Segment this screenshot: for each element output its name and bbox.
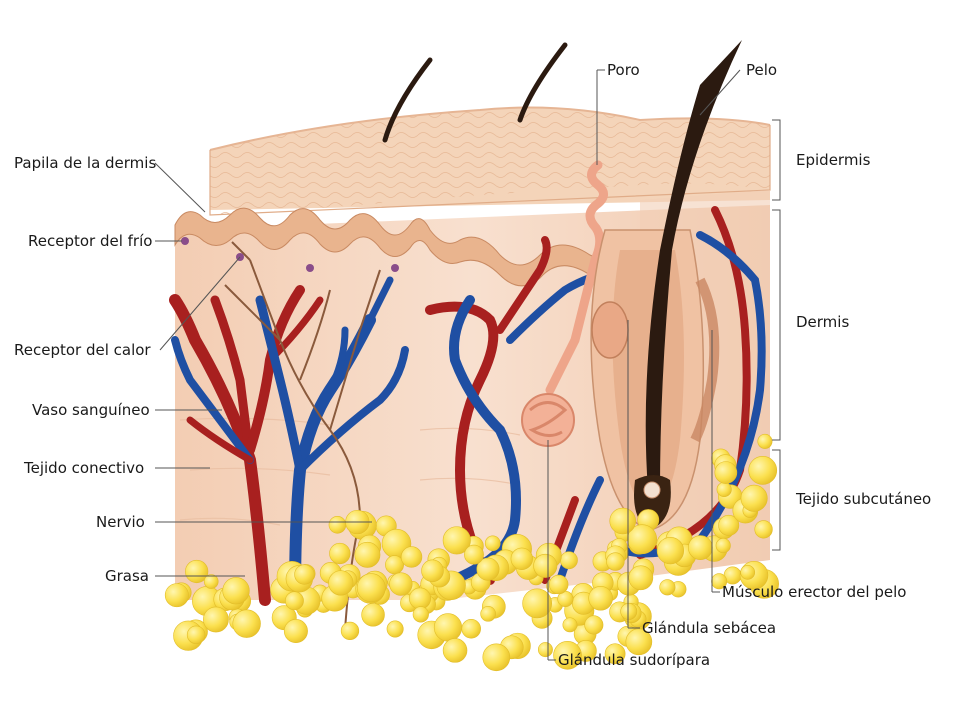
fat-globule [533,553,558,578]
fat-globule [328,570,354,596]
fat-globule [412,606,429,623]
fat-globule [757,433,773,449]
fat-globule [361,603,385,627]
fat-globule [186,625,206,645]
fat-globule [283,619,308,644]
fat-globule [340,621,360,641]
fat-globule [328,515,347,534]
fat-globule [294,564,315,585]
fat-globule [203,606,229,633]
fat-globule [164,583,189,608]
fat-layer [164,433,779,672]
fat-globule [609,507,637,535]
arrector-pili-muscle [690,277,720,443]
fat-globule [522,588,553,619]
fat-globule [740,564,756,580]
sweat-gland [521,160,608,447]
fat-globule [442,638,468,663]
fat-globule [584,615,604,635]
hair-2 [517,42,568,123]
fat-globule [433,613,463,642]
fat-globule [285,591,304,611]
fat-globule [464,544,484,565]
label-musculo-erector: Músculo erector del pelo [722,583,907,601]
fat-globule [740,484,768,512]
fat-globule [222,577,250,605]
label-nervio: Nervio [96,513,145,531]
fat-globule [400,546,423,568]
fat-globule [385,555,404,575]
label-dermis: Dermis [796,313,850,331]
fat-globule [329,542,351,565]
fat-globule [604,643,626,665]
fat-globule [409,587,431,610]
leader-lines [154,69,781,661]
fat-globule [354,541,381,568]
epidermis-front [210,107,770,215]
fat-globule [588,585,613,611]
fat-globule [628,565,654,591]
fat-globule [549,574,569,595]
fat-globule [476,557,500,581]
fat-globule [356,573,386,603]
fat-globule [510,547,533,570]
fat-globule [562,617,578,633]
hair-shaft [645,40,742,490]
fat-globule [389,572,413,596]
fat-globule [232,609,261,638]
fat-globule [625,628,653,656]
label-vaso-sanguineo: Vaso sanguíneo [32,401,150,419]
fat-globule [442,526,471,555]
fat-globule [185,559,209,584]
fat-globule [480,606,496,622]
fat-globule [656,537,685,565]
label-receptor-calor: Receptor del calor [14,341,151,359]
fat-globule [203,574,219,589]
sebaceous-gland [591,301,629,359]
fat-globule [560,551,578,570]
label-tejido-conectivo: Tejido conectivo [24,459,145,477]
label-grasa: Grasa [105,567,149,585]
label-glandula-sebacea: Glándula sebácea [642,619,777,637]
fat-globule [659,579,676,596]
fat-globule [715,538,731,554]
fat-globule [718,514,740,536]
blood-vessels-left [169,276,409,606]
fat-globule [688,535,713,560]
fat-globule [386,620,404,638]
fat-globule [714,461,738,484]
label-tejido-subcutaneo: Tejido subcutáneo [796,490,932,508]
fat-globule [461,619,481,639]
label-epidermis: Epidermis [796,151,871,169]
fat-globule [482,643,511,672]
label-pelo: Pelo [746,61,778,79]
fat-globule [754,520,773,539]
label-glandula-sudoripara: Glándula sudorípara [558,651,711,669]
receptors [181,237,399,272]
fat-globule [484,535,501,552]
fat-globule [553,641,582,670]
label-receptor-frio: Receptor del frío [28,232,153,250]
fat-globule [620,603,638,620]
label-poro: Poro [607,61,640,79]
hair-1 [382,57,433,143]
fat-globule [716,481,732,498]
fat-globule [606,552,625,571]
label-papila-dermis: Papila de la dermis [14,154,157,172]
fat-globule [537,642,553,658]
fat-globule [421,559,444,583]
fat-globule [748,455,778,485]
nerve [224,241,381,631]
fat-globule [711,573,728,590]
